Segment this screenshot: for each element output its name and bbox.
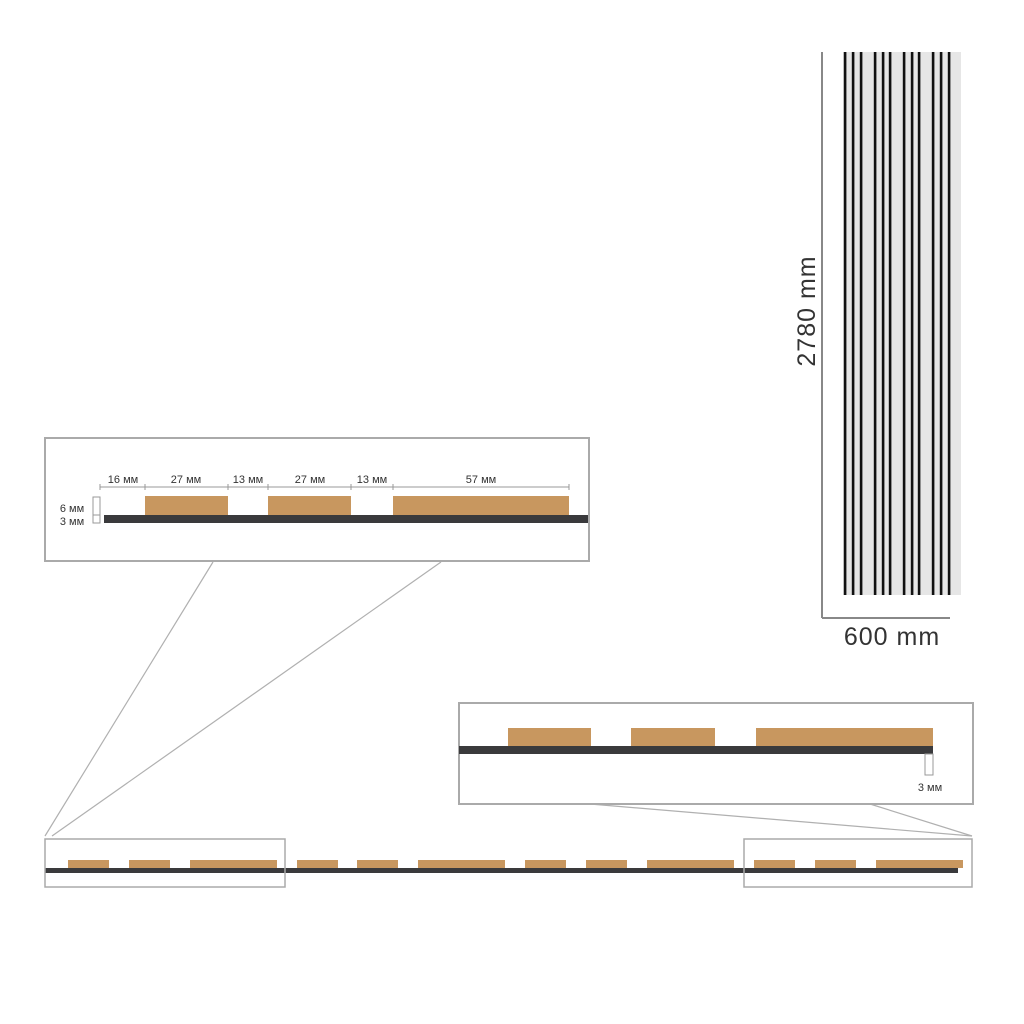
slat (647, 860, 734, 868)
slat (68, 860, 109, 868)
zoom-frame-left (44, 838, 286, 888)
groove-line (843, 52, 847, 595)
slat (525, 860, 566, 868)
edge-label: 3 мм (918, 782, 942, 794)
slat (393, 496, 569, 515)
dim-label: 57 мм (466, 474, 496, 486)
groove-line (873, 52, 877, 595)
slat (815, 860, 856, 868)
width-label: 600 mm (844, 623, 940, 651)
slat (508, 728, 591, 746)
dim-label: 13 мм (357, 474, 387, 486)
groove-line (910, 52, 914, 595)
height-label: 2780 mm (793, 255, 821, 366)
panel-front-view: 2780 mm 600 mm (793, 52, 961, 651)
slat-height-label: 6 мм (60, 503, 84, 515)
slat (418, 860, 505, 868)
detail-right: 3 мм (458, 702, 974, 805)
dim-label: 27 мм (295, 474, 325, 486)
slat (756, 728, 933, 746)
base-board (104, 515, 588, 523)
slat (145, 496, 228, 515)
groove-line (851, 52, 855, 595)
groove-line (939, 52, 943, 595)
dim-label: 13 мм (233, 474, 263, 486)
slat (586, 860, 627, 868)
slat (754, 860, 795, 868)
groove-line (931, 52, 935, 595)
base-board (45, 868, 958, 873)
zoom-frame-right (743, 838, 973, 888)
groove-line (888, 52, 892, 595)
cross-section (44, 838, 973, 888)
zoom-connectors (44, 561, 973, 837)
groove-line (881, 52, 885, 595)
slat (357, 860, 398, 868)
panel-grooves (843, 52, 951, 595)
base-height-label: 3 мм (60, 516, 84, 528)
slat (631, 728, 715, 746)
dim-label: 16 мм (108, 474, 138, 486)
slat (190, 860, 277, 868)
groove-line (917, 52, 921, 595)
slat (876, 860, 963, 868)
slat (297, 860, 338, 868)
base-board (459, 746, 933, 754)
detail-top: 16 мм 27 мм 13 мм 27 мм 13 мм 57 мм 6 мм… (44, 437, 590, 562)
groove-line (902, 52, 906, 595)
dim-label: 27 мм (171, 474, 201, 486)
slat (268, 496, 351, 515)
slat (129, 860, 170, 868)
groove-line (947, 52, 951, 595)
groove-line (859, 52, 863, 595)
